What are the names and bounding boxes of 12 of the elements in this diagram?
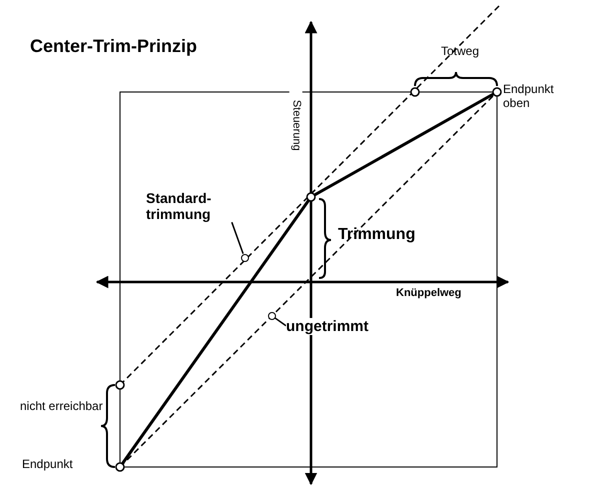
- point-marker: [240, 254, 248, 262]
- annotation: nicht erreichbar: [20, 400, 104, 414]
- callout-text: ungetrimmt: [286, 318, 368, 336]
- annotation: Totweg: [440, 45, 480, 59]
- leader-line: [274, 317, 286, 326]
- axis-label: Knüppelweg: [396, 287, 462, 300]
- point-marker: [268, 312, 276, 320]
- annotation: Trimmung: [338, 226, 416, 244]
- annotation: Endpunkt oben: [503, 83, 555, 111]
- leader-line: [231, 222, 244, 254]
- annotation: Endpunkt: [22, 458, 74, 472]
- title: Center-Trim-Prinzip: [30, 36, 198, 57]
